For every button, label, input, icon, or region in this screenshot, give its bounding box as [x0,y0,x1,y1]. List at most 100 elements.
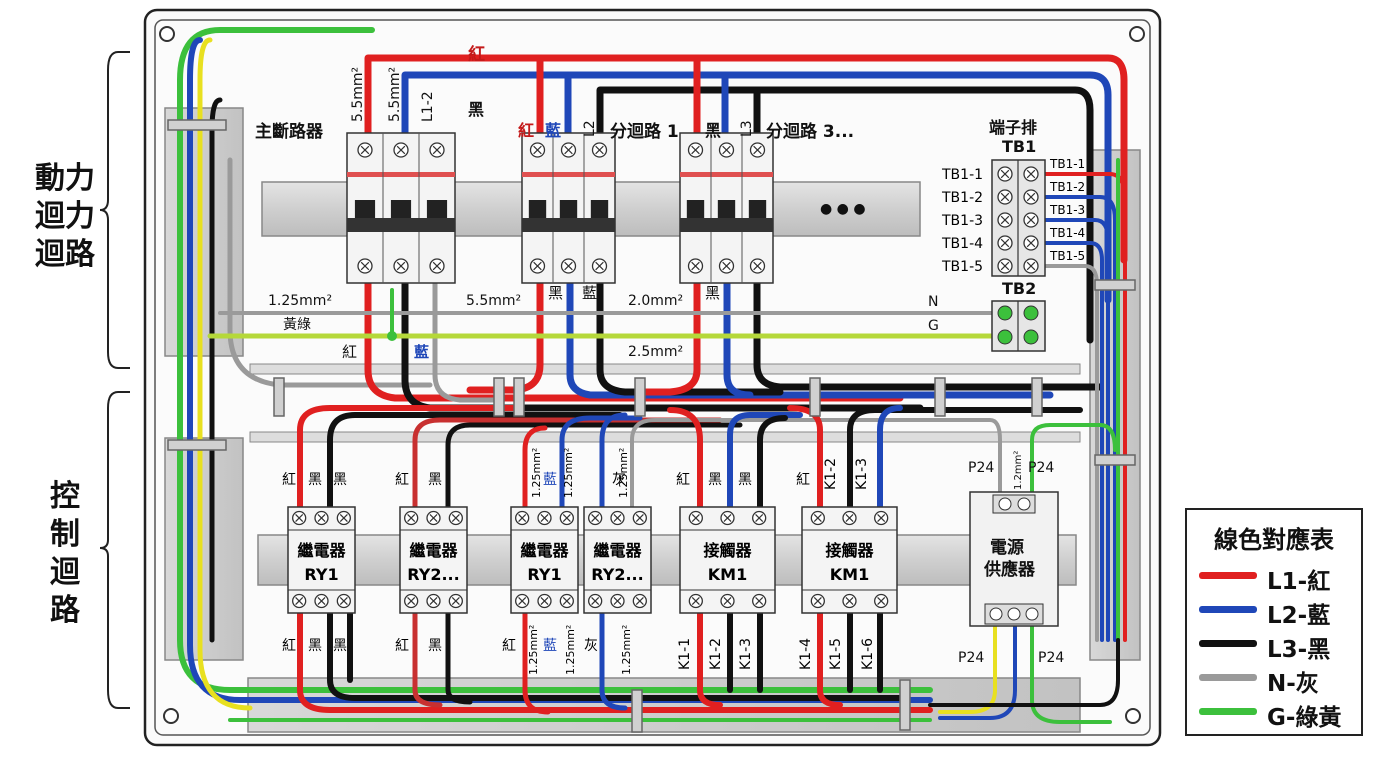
legend-label: L2-藍 [1267,603,1331,629]
bracket-power [99,51,130,709]
main-wire2: 5.5mm² [387,67,403,122]
label-top-black: 黑 [468,100,484,119]
label-top-red: 紅 [468,44,485,65]
wire-yellow-left [197,37,253,711]
wire-b3-blue [723,274,754,399]
wire-duct-mid-bottom [249,431,1081,443]
wire-label-lower: 1.25mm² [564,625,577,675]
tb1-right-label: TB1-5 [1049,249,1085,263]
label-black2: 黑 [705,121,721,140]
terminal-title: 端子排 [989,118,1037,137]
wire-b1-black [596,274,784,396]
cable-ties [167,119,1136,733]
section-control-line: 制 [50,517,80,552]
wire-tb1-4 [1043,241,1104,642]
wire-ctrl-black6 [847,407,1083,513]
wire-b3-black [753,274,1104,391]
bus-yellow-green: 黃綠 [283,317,311,333]
tb1-left-label: TB1-5 [941,259,983,275]
wire-ctrl-black [327,412,623,513]
device-type: 繼電器 [409,541,458,560]
tb1-screws [997,166,1039,274]
section-power-line: 動力 [35,161,95,196]
wire-label-upper: 黑 [333,472,347,488]
wire-low-red3 [522,607,551,715]
wire-label-lower: K1-2 [708,638,724,670]
breakers [346,132,774,284]
wire-label-upper: 黑 [428,472,442,488]
wire-low-blue4 [599,607,628,711]
wire-label-upper: 紅 [282,472,296,488]
legend-row: G-綠黃 [1199,698,1359,731]
wire-label-upper: 紅 [796,472,810,488]
section-power-line: 迴路 [35,237,95,272]
relay[interactable]: 繼電器RY2... [583,506,652,614]
wire-b3-red [636,274,701,396]
legend-swatch [1199,674,1257,681]
psu-size: 1.2mm² [1013,451,1024,490]
psu-p24d: P24 [1038,650,1064,666]
main-wire1: 5.5mm² [350,67,366,122]
wire-label-lower: 藍 [543,638,557,654]
branch-breaker-1[interactable] [521,132,616,284]
tb1-left-label: TB1-2 [941,190,983,206]
wire-ctrl-red3 [522,425,548,513]
wire-label-lower: 灰 [584,638,598,654]
wire-b1-blue [566,274,1054,399]
main-breaker[interactable] [346,132,456,284]
label-branch3: 分迴路 3... [766,121,854,142]
bus-size4: 2.5mm² [628,344,683,360]
wire-label-lower: 紅 [395,638,409,654]
branch-breaker-3[interactable] [679,132,774,284]
wire-label-upper: K1-3 [854,458,870,490]
device-id: RY2... [407,565,459,584]
wire-label-upper: 黑 [308,472,322,488]
wire-l2-top [401,71,1112,304]
wire-low-red6 [817,607,843,708]
legend-label: L3-黑 [1267,637,1331,663]
wire-label-lower: K1-6 [860,638,876,670]
bus-size2: 5.5mm² [466,293,521,309]
tb2-title: TB2 [1002,279,1036,298]
wire-label-lower: K1-4 [798,638,814,670]
bus-black-b: 黑 [705,284,720,302]
wire-label-lower: 黑 [428,638,442,654]
wire-ctrl-red2 [412,417,723,513]
device-type: 接觸器 [703,541,752,560]
legend-label: L1-紅 [1267,569,1331,595]
control-devices: 繼電器RY1繼電器RY2...繼電器RY1繼電器RY2...接觸器KM1接觸器K… [287,506,898,614]
psu-line2: 供應器 [983,559,1036,580]
tb1-right-label: TB1-3 [1049,203,1085,217]
section-control-line: 迴 [50,555,80,590]
wire-tb1-3 [1043,218,1110,642]
wire-ctrl-black5 [757,415,788,513]
wire-psu-blue [938,623,1017,720]
bus-n: N [928,294,938,310]
wire-label-upper: 1.25mm² [530,448,543,498]
wire-ctrl-red5 [667,407,703,513]
tb1-right-label: TB1-2 [1049,180,1085,194]
wire-label-upper: 紅 [676,472,690,488]
main-wire3: L1-2 [420,91,436,122]
tb1-right-label: TB1-1 [1049,157,1085,171]
relay[interactable]: 繼電器 RY2... [399,506,468,614]
wire-label-lower: 1.25mm² [620,625,633,675]
legend-row: N-灰 [1199,664,1359,697]
wire-main-gray-down [432,275,503,403]
bus-size3: 2.0mm² [628,293,683,309]
wire-low-black1 [327,607,903,701]
wire-low-black2 [445,607,473,705]
wire-psu-green-low [1030,623,1112,724]
label-branch1: 分迴路 1 [610,121,679,142]
device-type: 接觸器 [825,541,874,560]
label-l2: L2 [582,120,598,137]
wire-label-lower: 1.25mm² [527,625,540,675]
wire-ctrl-blue3 [559,415,643,513]
